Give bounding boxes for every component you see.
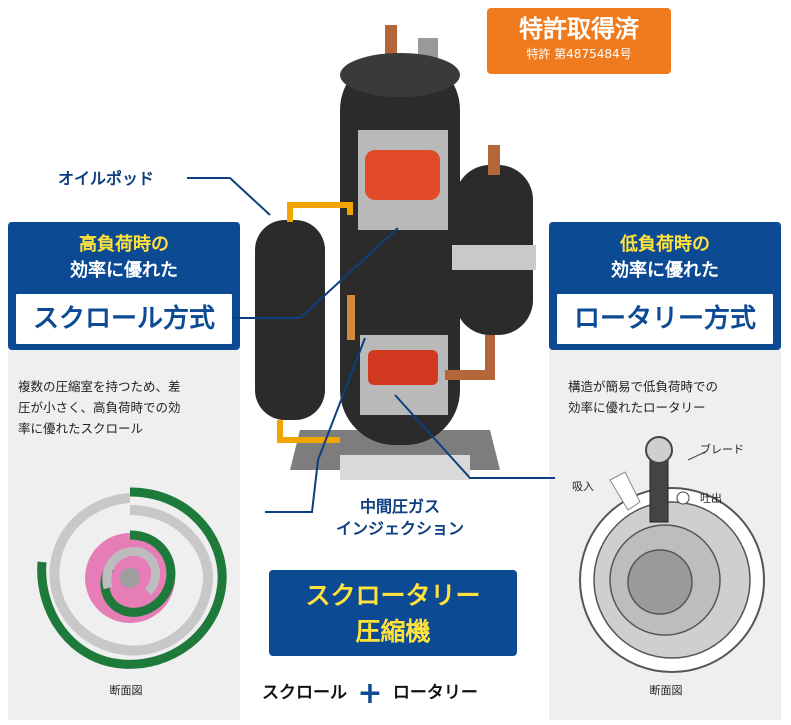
right-description: 構造が簡易で低負荷時での 効率に優れたロータリー xyxy=(568,376,778,418)
center-box-line1: スクロータリー xyxy=(305,581,481,610)
left-subtitle-1: 高負荷時の xyxy=(79,234,169,255)
scroll-cross-section-diagram xyxy=(37,487,227,669)
compressor-illustration xyxy=(255,25,536,480)
right-caption: 断面図 xyxy=(649,684,683,697)
plus-icon: + xyxy=(357,676,383,711)
left-description: 複数の圧縮室を持つため、差 圧が小さく、高負荷時での効 率に優れたスクロール xyxy=(18,376,238,439)
patent-badge: 特許取得済 特許 第4875484号 xyxy=(487,8,671,74)
right-desc-line: 効率に優れたロータリー xyxy=(568,400,706,415)
left-caption: 断面図 xyxy=(109,684,143,697)
patent-title: 特許取得済 xyxy=(519,15,639,43)
left-desc-line: 率に優れたスクロール xyxy=(18,421,144,436)
formula-rotary: ロータリー xyxy=(392,683,478,703)
suction-label: 吸入 xyxy=(572,480,594,493)
right-title: ロータリー方式 xyxy=(555,292,775,346)
scrotary-compressor-box: スクロータリー 圧縮機 xyxy=(269,570,517,656)
formula-scroll: スクロール xyxy=(262,683,347,703)
injection-callout-line1: 中間圧ガス xyxy=(359,497,440,516)
right-subtitle-2: 効率に優れた xyxy=(611,260,719,281)
patent-number: 特許 第4875484号 xyxy=(526,47,632,61)
center-box-line2: 圧縮機 xyxy=(355,617,431,646)
right-desc-line: 構造が簡易で低負荷時での xyxy=(568,379,719,394)
scroll-plus-rotary-formula: スクロール + ロータリー xyxy=(262,676,532,711)
left-subtitle-2: 効率に優れた xyxy=(70,260,178,281)
discharge-label: 吐出 xyxy=(700,492,722,505)
oil-pot-callout: オイルポッド xyxy=(58,169,155,188)
injection-callout: 中間圧ガス インジェクション xyxy=(300,496,500,540)
left-title: スクロール方式 xyxy=(14,292,234,346)
right-subtitle-1: 低負荷時の xyxy=(620,234,710,255)
blade-label: ブレード xyxy=(700,443,744,456)
left-desc-line: 複数の圧縮室を持つため、差 xyxy=(18,379,181,394)
injection-callout-line2: インジェクション xyxy=(335,519,464,538)
rotary-cross-section-diagram xyxy=(579,436,765,673)
left-desc-line: 圧が小さく、高負荷時での効 xyxy=(18,400,181,415)
